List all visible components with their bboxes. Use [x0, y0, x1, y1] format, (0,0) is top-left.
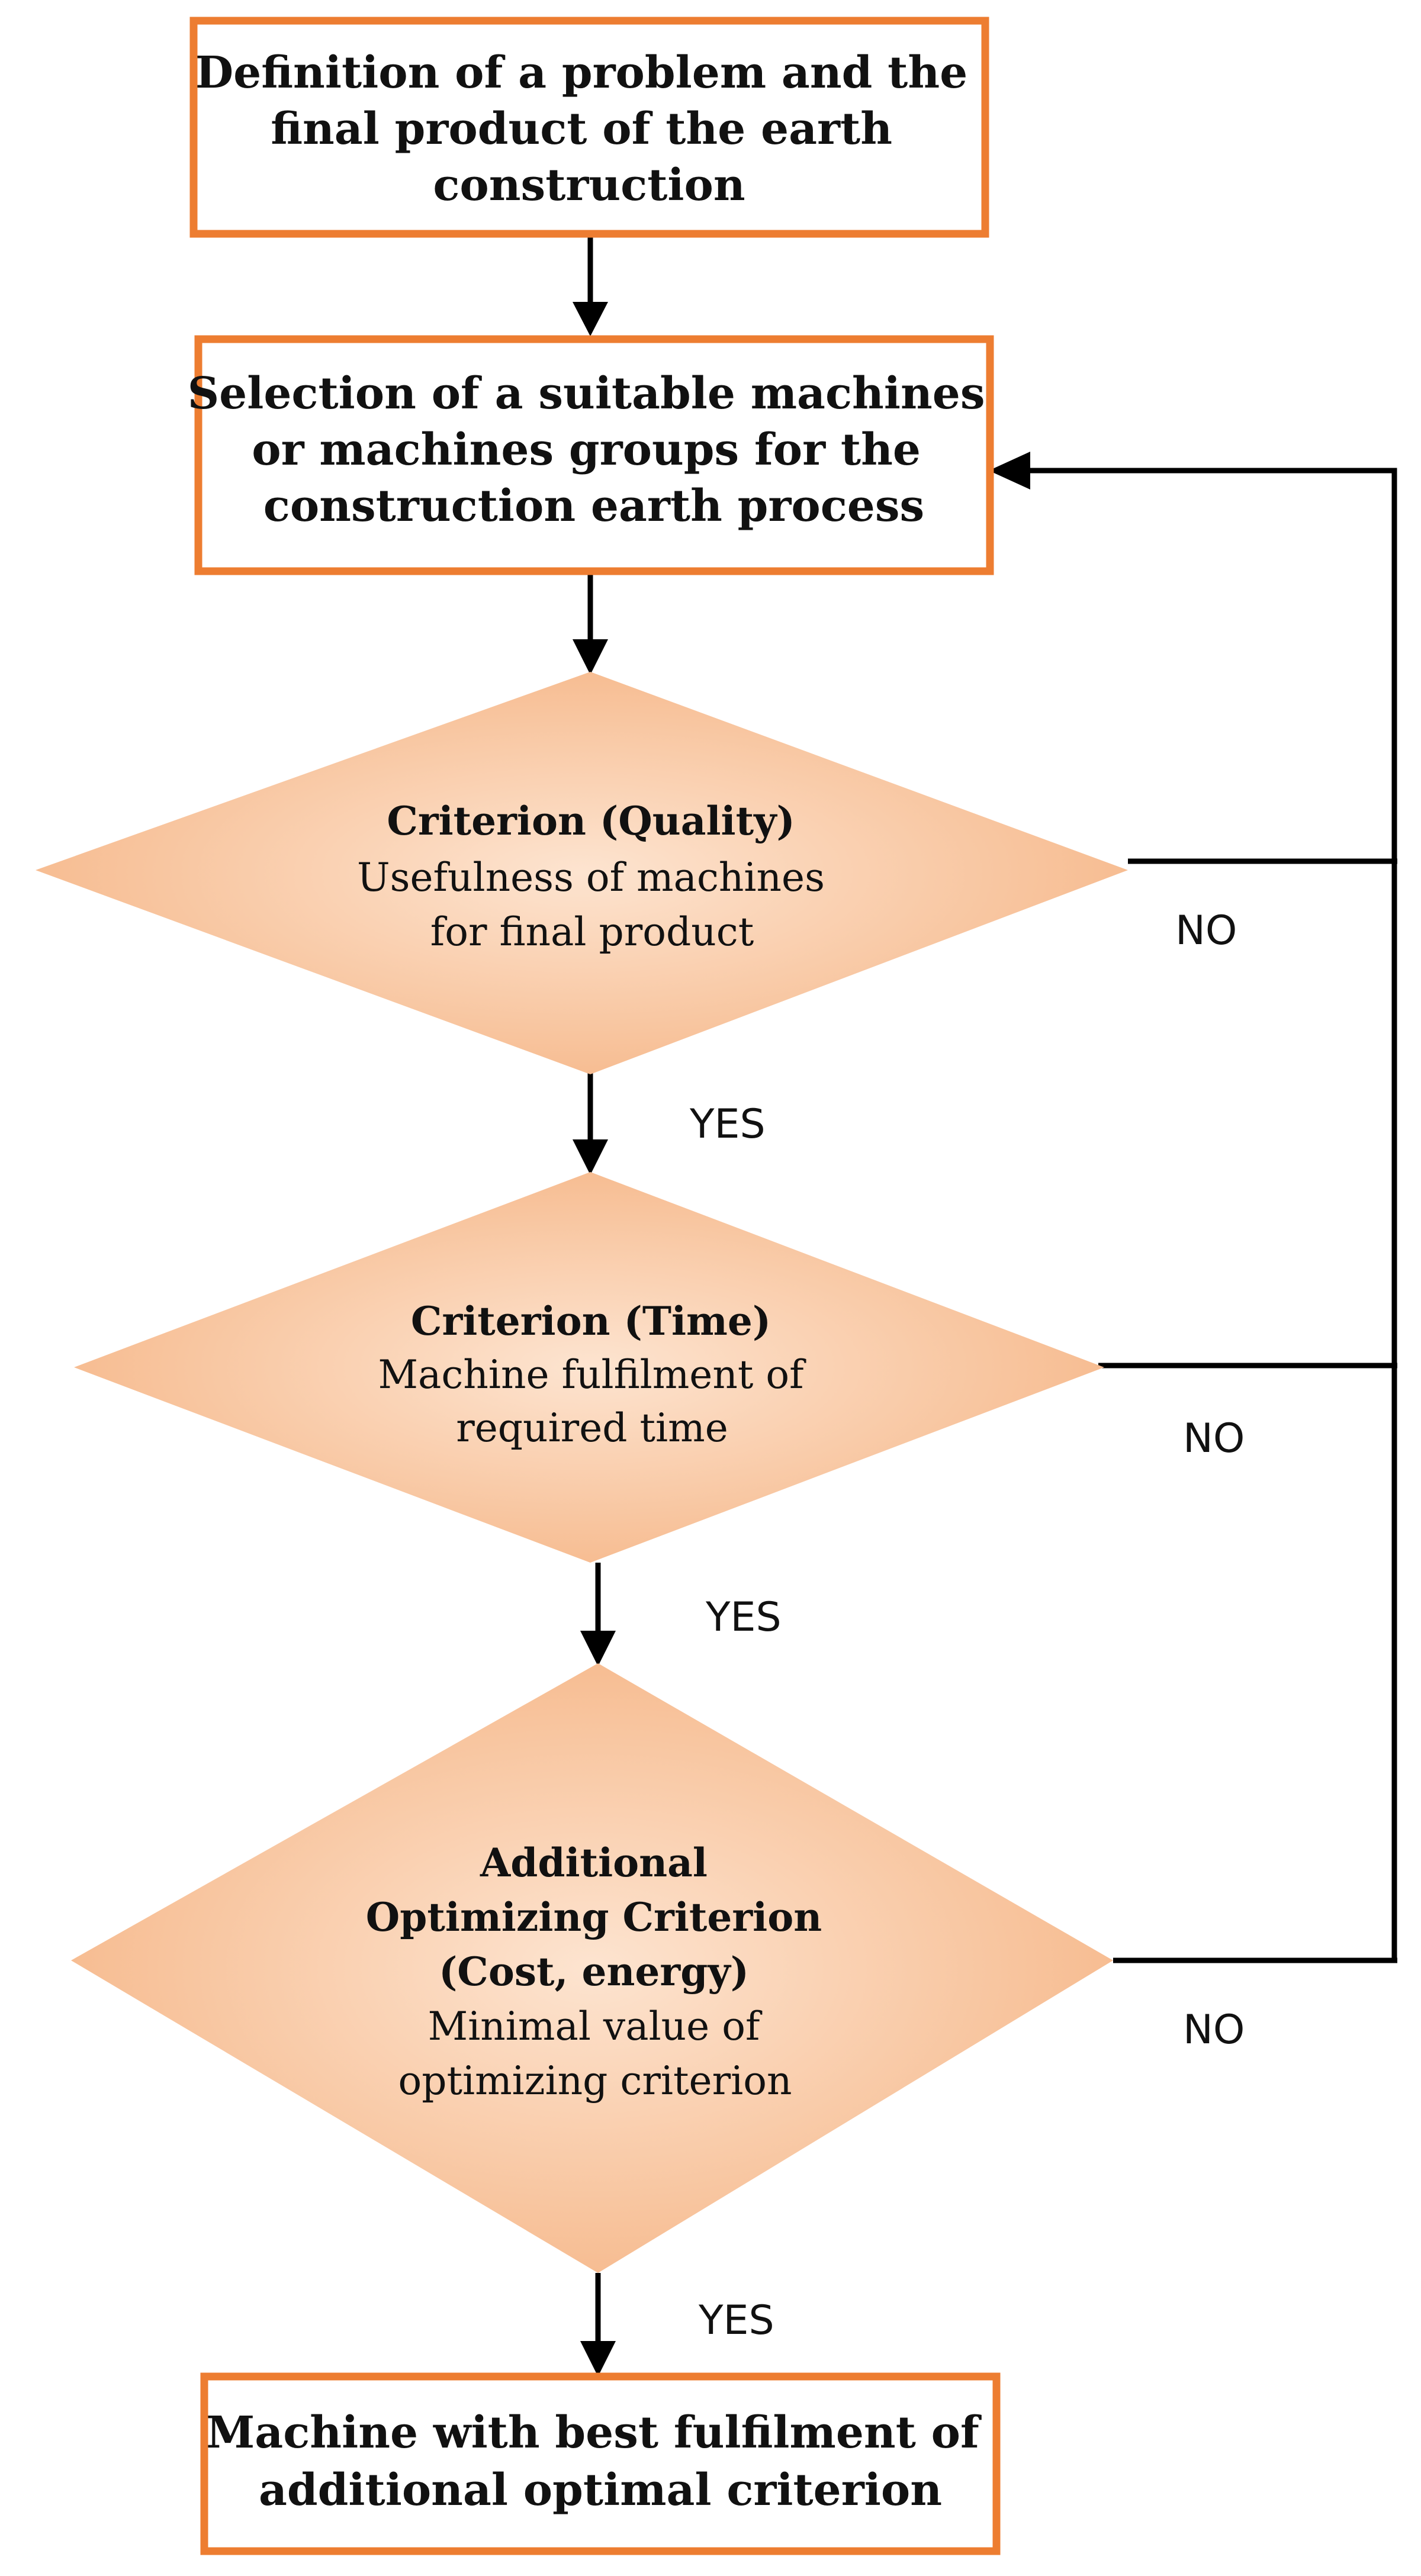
yes-label-additional: YES — [698, 2297, 774, 2344]
step-final-line-2: additional optimal criterion — [259, 2465, 942, 2516]
decision-additional-title-2: Optimizing Criterion — [366, 1894, 822, 1940]
branch-labels: YES YES YES NO NO NO — [689, 907, 1245, 2344]
no-label-quality: NO — [1175, 907, 1237, 954]
svg-text:Criterion (Quality) Usef: Criterion (Quality) Usefulness of machin… — [357, 798, 827, 955]
svg-text:Definition of a problem and th: Definition of a problem and the final pr… — [195, 47, 983, 211]
decision-additional-desc-2: optimizing criterion — [398, 2058, 792, 2104]
svg-text:Additional Optimizing Cr: Additional Optimizing Criterion (Cost, e… — [366, 1840, 824, 2104]
arrowhead-quality — [573, 639, 608, 675]
decision-additional-title-1: Additional — [480, 1840, 708, 1886]
svg-text:Criterion (Time) Machine: Criterion (Time) Machine fulfilment of r… — [378, 1298, 806, 1451]
decision-quality: Criterion (Quality) Usefulness of machin… — [36, 672, 1128, 1074]
decision-time-desc-1: Machine fulfilment of — [378, 1352, 806, 1398]
step-final-line-1: Machine with best fulfilment of — [206, 2407, 982, 2458]
decision-quality-desc-1: Usefulness of machines — [357, 855, 825, 900]
feedback-loop-line — [1030, 468, 1397, 1960]
step-final-box — [200, 2372, 1001, 2555]
step-selection: Selection of a suitable machines or mach… — [188, 335, 1001, 575]
decision-additional-diamond — [71, 1663, 1113, 2273]
step-selection-box — [194, 335, 994, 575]
decision-quality-diamond — [36, 672, 1128, 1074]
step-definition: Definition of a problem and the final pr… — [189, 17, 989, 238]
step-selection-line-3: construction earth process — [263, 481, 924, 532]
decision-time-diamond — [74, 1172, 1104, 1563]
yes-label-time: YES — [705, 1594, 782, 1641]
arrowhead-feedback — [989, 452, 1030, 490]
step-definition-line-2: final product of the earth — [271, 104, 892, 154]
arrowhead-time — [573, 1139, 608, 1175]
decision-additional: Additional Optimizing Criterion (Cost, e… — [71, 1663, 1113, 2273]
decision-additional-desc-1: Minimal value of — [428, 2004, 763, 2049]
connectors — [573, 234, 1397, 2377]
step-final: Machine with best fulfilment of addition… — [200, 2372, 1001, 2555]
svg-text:Machine with best fulfilment o: Machine with best fulfilment of addition… — [206, 2407, 994, 2516]
arrowhead-additional — [580, 1631, 616, 1666]
step-definition-line-1: Definition of a problem and the — [195, 47, 967, 98]
decision-time-title: Criterion (Time) — [411, 1298, 771, 1344]
arrowhead-select — [573, 302, 608, 336]
step-definition-box — [189, 17, 989, 238]
step-selection-line-2: or machines groups for the — [252, 424, 921, 475]
no-label-additional: NO — [1183, 2007, 1245, 2053]
step-definition-line-3: construction — [433, 160, 745, 211]
yes-label-quality: YES — [689, 1101, 766, 1148]
no-label-time: NO — [1183, 1415, 1245, 1462]
decision-time-desc-2: required time — [456, 1405, 728, 1451]
arrowhead-final — [580, 2341, 616, 2377]
decision-quality-desc-2: for final product — [430, 909, 754, 955]
svg-text:Selection of a suitable machin: Selection of a suitable machines or mach… — [188, 368, 1001, 532]
decision-quality-title: Criterion (Quality) — [387, 798, 795, 844]
decision-time: Criterion (Time) Machine fulfilment of r… — [74, 1172, 1104, 1563]
decision-additional-title-3: (Cost, energy) — [439, 1949, 749, 1995]
step-selection-line-1: Selection of a suitable machines — [188, 368, 985, 419]
